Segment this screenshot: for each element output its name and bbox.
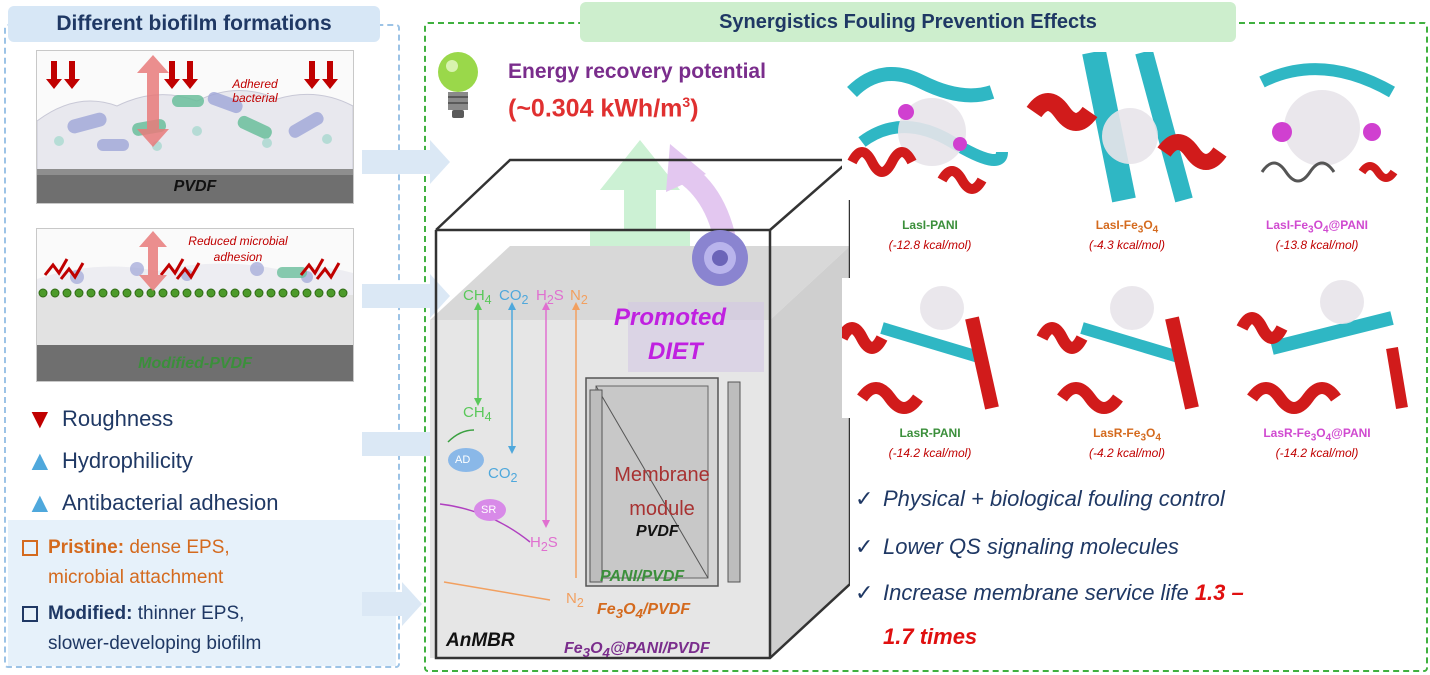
diet-label: DIET [648,338,703,365]
pvdf-biofilm-panel: Adhered bacterial PVDF [36,50,354,204]
energy-title: Energy recovery potential [508,60,766,83]
modified-label: Modified: [48,603,133,624]
docking-structure-lasi-fe3o4 [1026,52,1227,203]
docking-label-lasi-fe3o4-pani: LasI-Fe3O4@PANI [1266,218,1368,236]
gas-ch4-top: CH4 [463,287,492,307]
gas-ch4-mid: CH4 [463,404,492,424]
docking-structure-lasi-pani [842,52,1012,200]
docking-structure-lasr-pani [842,278,1012,418]
docking-energy-lasr-fe3o4-pani: (-14.2 kcal/mol) [1275,446,1359,460]
property-label: Roughness [62,406,174,431]
property-label: Antibacterial adhesion [62,490,279,515]
docking-label-lasr-fe3o4: LasR-Fe3O4 [1093,426,1161,444]
modified-text-1: thinner EPS, [137,603,245,624]
ad-label: AD [455,454,471,466]
adhered-annotation: Adhered bacterial [232,77,278,105]
checkmark-icon: ✓ [855,534,874,559]
arrow-up-icon: ▲ [26,445,54,476]
eps-modified-line-2: slower-developing biofilm [48,633,262,654]
docking-label-lasr-pani: LasR-PANI [899,426,961,440]
property-hydrophilicity: ▲ Hydrophilicity [26,444,193,478]
lightbulb-icon [438,52,478,118]
pristine-label: Pristine: [48,537,125,558]
connector-arrows [362,140,450,626]
pvdf-surface-label: PVDF [173,178,217,195]
docking-energy-lasi-fe3o4: (-4.3 kcal/mol) [1088,238,1165,252]
gas-n2-low: N2 [566,590,584,610]
right-title: Synergistics Fouling Prevention Effects [580,2,1236,42]
checkbox-icon [22,539,38,556]
pani-pvdf-label: PANI/PVDF [600,568,685,585]
checkmark-icon: ✓ [855,486,874,511]
eps-summary-box [8,520,396,666]
left-title: Different biofilm formations [8,6,380,42]
eps-modified-line-1: Modified: thinner EPS, [22,602,244,626]
reduced-adhesion-annotation: Reduced microbial adhesion [188,234,288,264]
conclusion-2: ✓Lower QS signaling molecules [855,534,1179,559]
pvdf-biofilm-illustration [37,55,353,203]
gas-n2-top: N2 [570,287,588,307]
gas-co2-low: CO2 [488,465,518,485]
eps-pristine-line-2: microbial attachment [48,567,224,588]
gas-h2s-low: H2S [530,534,558,554]
anmbr-label: AnMBR [446,630,515,651]
arrow-up-icon: ▲ [26,487,54,518]
pristine-text-1: dense EPS, [129,537,230,558]
conclusion-3: ✓Increase membrane service life 1.3 – [855,580,1244,605]
docking-energy-lasi-pani: (-12.8 kcal/mol) [888,238,972,252]
modified-surface-label: Modified-PVDF [138,355,252,372]
docking-energy-lasi-fe3o4-pani: (-13.8 kcal/mol) [1275,238,1359,252]
arrow-down-icon: ▼ [26,403,54,434]
docking-energy-lasr-pani: (-14.2 kcal/mol) [888,446,972,460]
promoted-label: Promoted [614,304,727,331]
anmbr-reactor [430,140,850,660]
docking-label-lasi-pani: LasI-PANI [902,218,958,232]
property-antibacterial: ▲ Antibacterial adhesion [26,486,278,520]
docking-energy-lasr-fe3o4: (-4.2 kcal/mol) [1088,446,1165,460]
docking-structure-lasr-fe3o4-pani [1236,278,1414,418]
fe3o4-pani-pvdf-label: Fe3O4@PANI/PVDF [564,640,710,661]
conclusion-1: ✓Physical + biological fouling control [855,486,1225,511]
modified-biofilm-illustration [37,231,353,381]
conclusion-3-continued: 1.7 times [883,624,978,649]
eps-pristine-line-1: Pristine: dense EPS, [22,536,230,560]
docking-structure-lasi-fe3o4-pani [1242,52,1414,200]
docking-structure-lasr-fe3o4 [1036,278,1212,418]
gas-co2-top: CO2 [499,287,529,307]
pvdf-label: PVDF [636,523,679,540]
docking-label-lasr-fe3o4-pani: LasR-Fe3O4@PANI [1263,426,1371,444]
gas-h2s-top: H2S [536,287,564,307]
checkmark-icon: ✓ [855,580,874,605]
modified-biofilm-panel: Reduced microbial adhesion Modified-PVDF [36,228,354,382]
checkbox-icon [22,605,38,622]
fe3o4-pvdf-label: Fe3O4/PVDF [597,601,691,622]
property-roughness: ▼ Roughness [26,402,173,436]
property-label: Hydrophilicity [62,448,193,473]
sr-label: SR [481,504,497,516]
energy-value: (~0.304 kWh/m3) [508,94,699,123]
docking-structures [842,52,1414,418]
docking-label-lasi-fe3o4: LasI-Fe3O4 [1095,218,1159,236]
